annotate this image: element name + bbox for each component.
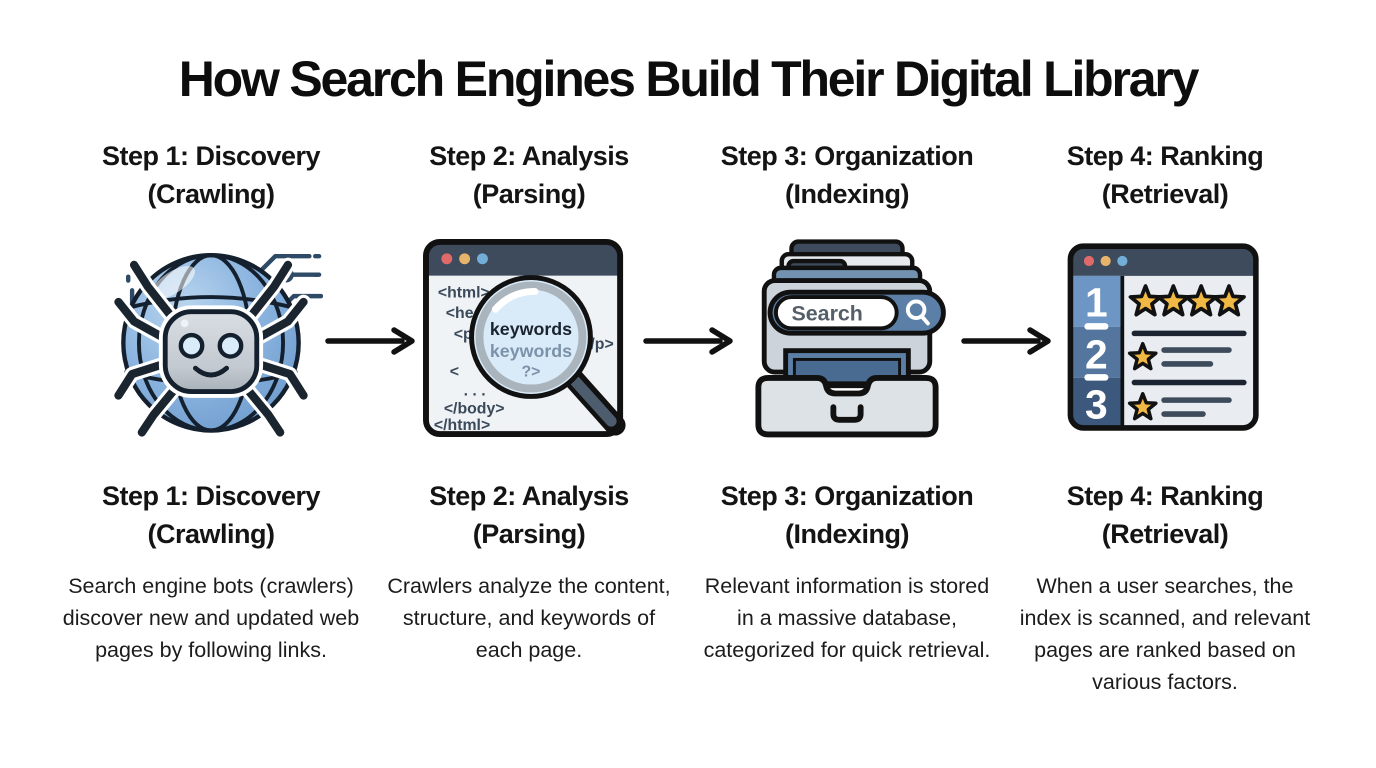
window-dot-yellow <box>459 253 471 265</box>
lens-keywords-text: keywords keywords ?> <box>490 319 572 381</box>
ranking-window: 1 2 3 <box>1070 246 1256 428</box>
page-title: How Search Engines Build Their Digital L… <box>178 51 1200 107</box>
step-1-heading-bottom: Step 1: Discovery (Crawling) <box>101 478 321 554</box>
step-4-heading-bottom-line1: Step 4: Ranking <box>1066 481 1264 511</box>
lens-line-keywords-dark: keywords <box>490 319 572 339</box>
spider-smile <box>192 365 230 378</box>
step-2-icon-wrap: <html> <head <p /p> < . . . </body> </ht… <box>420 222 638 454</box>
infographic-page: How Search Engines Build Their Digital L… <box>0 50 1376 768</box>
window-header-bar <box>425 241 621 276</box>
code-line-ellipsis: . . . <box>464 382 486 399</box>
step-3-heading-bottom: Step 3: Organization (Indexing) <box>721 478 974 554</box>
step-2-description: Crawlers analyze the content, structure,… <box>387 573 671 663</box>
row-divider-1 <box>1131 330 1247 337</box>
step-column-4: Step 4: Ranking (Retrieval) <box>1006 138 1324 699</box>
step-1-icon-wrap <box>99 222 323 454</box>
window-header-bar <box>1070 246 1256 276</box>
code-line-angle: < <box>450 364 459 381</box>
step-4-heading-top: Step 4: Ranking (Retrieval) <box>1067 138 1264 216</box>
index-cabinet-search-icon: Search <box>755 239 946 438</box>
drawer-front <box>755 375 939 438</box>
drawer-handle <box>830 404 864 423</box>
code-line-html-open: <html> <box>438 284 490 301</box>
step-column-2: Step 2: Analysis (Parsing) <box>370 138 688 699</box>
window-dot-red <box>441 253 453 265</box>
result-rows <box>1127 284 1247 421</box>
step-2-heading-line2: (Parsing) <box>472 178 586 209</box>
step-4-heading-bottom-line2: (Retrieval) <box>1101 518 1229 549</box>
window-dot-blue <box>1117 255 1128 267</box>
step-4-heading-line1: Step 4: Ranking <box>1066 141 1264 171</box>
window-dot-red <box>1083 255 1095 267</box>
arrow-step3-to-step4 <box>961 327 1051 355</box>
step-3-description: Relevant information is stored in a mass… <box>703 573 991 663</box>
lens-highlight <box>491 287 539 313</box>
code-line-p: <p <box>454 326 473 343</box>
step-3-heading-bottom-line1: Step 3: Organization <box>720 481 974 511</box>
step-2-heading-bottom-line1: Step 2: Analysis <box>429 481 629 511</box>
rank-1-label: 1 <box>1085 280 1108 326</box>
window-dot-yellow <box>1100 255 1111 267</box>
rank-2-text-lines <box>1161 347 1232 367</box>
arrow-step1-to-step2 <box>325 327 415 355</box>
step-4-description: When a user searches, the index is scann… <box>1019 573 1311 695</box>
step-2-heading-bottom: Step 2: Analysis (Parsing) <box>429 478 629 554</box>
lens-line-keywords-gray: keywords <box>490 341 572 361</box>
code-line-p-close: /p> <box>590 336 613 353</box>
step-3-heading-line2: (Indexing) <box>785 178 910 209</box>
window-dot-blue <box>477 253 488 265</box>
step-1-heading-bottom-line1: Step 1: Discovery <box>101 481 321 511</box>
step-1-heading-top: Step 1: Discovery (Crawling) <box>101 138 321 216</box>
spider-legs <box>111 257 311 440</box>
spider-eye-left <box>178 332 205 359</box>
step-column-1: Step 1: Discovery (Crawling) <box>52 138 370 699</box>
step-3-heading-bottom-line2: (Indexing) <box>785 518 910 549</box>
search-input-field <box>773 295 899 331</box>
ranked-results-stars-icon: 1 2 3 <box>1067 243 1259 431</box>
spider-eye-right <box>217 332 244 359</box>
code-line-body-close: </body> <box>444 400 505 417</box>
arrow-step2-to-step3 <box>643 327 733 355</box>
code-window-magnifier-icon: <html> <head <p /p> < . . . </body> </ht… <box>423 238 626 438</box>
rank-3-text-lines <box>1161 397 1232 417</box>
step-2-heading-line1: Step 2: Analysis <box>429 141 629 171</box>
html-code-lines: <html> <head <p /p> < . . . </body> </ht… <box>434 284 614 434</box>
code-line-html-close: </html> <box>434 417 490 434</box>
step-4-icon-wrap: 1 2 3 <box>1063 222 1267 454</box>
steps-grid: Step 1: Discovery (Crawling) <box>52 138 1324 699</box>
crawler-spider-globe-icon <box>111 253 323 440</box>
lens-line-qmark: ?> <box>522 364 541 381</box>
step-1-description: Search engine bots (crawlers) discover n… <box>62 573 360 663</box>
step-3-heading-top: Step 3: Organization (Indexing) <box>721 138 974 216</box>
search-magnifier-icon <box>905 299 930 326</box>
rank-3-label: 3 <box>1085 382 1108 428</box>
search-label: Search <box>791 301 862 325</box>
step-2-heading-bottom-line2: (Parsing) <box>472 518 586 549</box>
step-3-icon-wrap: Search <box>735 222 959 454</box>
search-bar: Search <box>767 289 946 336</box>
step-4-heading-bottom: Step 4: Ranking (Retrieval) <box>1067 478 1264 554</box>
rank-number-column: 1 2 3 <box>1070 275 1125 428</box>
step-3-heading-line1: Step 3: Organization <box>720 141 974 171</box>
step-column-3: Step 3: Organization (Indexing) <box>688 138 1006 699</box>
step-2-heading-top: Step 2: Analysis (Parsing) <box>429 138 629 216</box>
spider-body <box>158 305 264 398</box>
step-1-heading-bottom-line2: (Crawling) <box>147 518 275 549</box>
magnifier: keywords keywords ?> <box>469 275 626 436</box>
step-4-heading-line2: (Retrieval) <box>1101 178 1229 209</box>
row-divider-2 <box>1131 379 1247 386</box>
rank-2-label: 2 <box>1085 332 1108 378</box>
step-1-heading-line2: (Crawling) <box>147 178 275 209</box>
step-1-heading-line1: Step 1: Discovery <box>101 141 321 171</box>
